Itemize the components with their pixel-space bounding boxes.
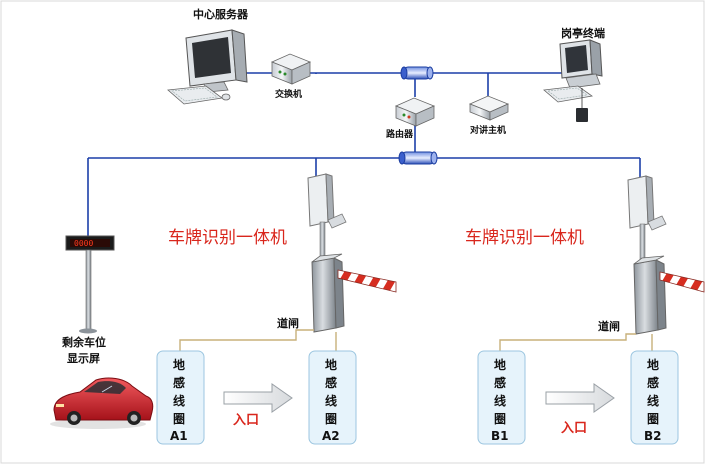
loop-b1-c5: B1 <box>491 429 509 443</box>
entry-right-label: 入口 <box>561 421 587 436</box>
arrow-right-icon <box>223 383 293 413</box>
loop-a2-c1: 地 <box>325 357 337 372</box>
loop-a1-c3: 线 <box>173 393 185 408</box>
network-connector-top <box>400 66 434 80</box>
loop-b1-c4: 圈 <box>494 411 506 426</box>
router-label: 路由器 <box>386 128 414 140</box>
switch-icon <box>270 53 312 85</box>
loop-b2-c2: 感 <box>647 375 659 390</box>
switch-label: 交换机 <box>275 88 302 100</box>
arrow-right-icon-2 <box>545 383 615 413</box>
loop-a2-c2: 感 <box>325 375 337 390</box>
loop-b2: 地 感 线 圈 B2 <box>630 350 679 445</box>
network-connector-bottom <box>398 151 438 165</box>
entry-left-label: 入口 <box>233 413 259 428</box>
loop-a1-c2: 感 <box>173 375 185 390</box>
lpr-right-title: 车牌识别一体机 <box>465 228 584 248</box>
server-label: 中心服务器 <box>193 7 249 21</box>
barrier-gate-left-icon <box>311 253 397 333</box>
loop-b2-c5: B2 <box>644 429 662 443</box>
led-display-icon <box>65 235 115 334</box>
booth-label: 岗亭终端 <box>561 26 605 40</box>
central-server-icon <box>167 29 248 105</box>
loop-a1-c5: A1 <box>170 429 188 443</box>
loop-a2: 地 感 线 圈 A2 <box>308 350 357 445</box>
loop-wiring <box>179 329 653 352</box>
loop-b2-c4: 圈 <box>647 411 659 426</box>
loop-a2-c3: 线 <box>325 393 337 408</box>
router-icon <box>394 97 436 127</box>
loop-a2-c4: 圈 <box>325 411 337 426</box>
loop-a2-c5: A2 <box>322 429 340 443</box>
intercom-label: 对讲主机 <box>470 124 506 136</box>
loop-b1-c2: 感 <box>494 375 506 390</box>
loop-b1-c1: 地 <box>494 357 506 372</box>
gate-left-label: 道闸 <box>277 316 299 330</box>
lpr-left-title: 车牌识别一体机 <box>168 228 287 248</box>
lpr-camera-right-icon <box>627 175 667 265</box>
display-label-line1: 剩余车位 <box>62 335 106 349</box>
display-label-line2: 显示屏 <box>67 352 100 365</box>
loop-b1-c3: 线 <box>494 393 506 408</box>
lpr-camera-left-icon <box>307 173 347 263</box>
loop-b2-c1: 地 <box>647 357 659 372</box>
red-car-icon <box>50 377 154 429</box>
loop-a1-c1: 地 <box>173 357 185 372</box>
loop-a1-c4: 圈 <box>173 411 185 426</box>
booth-terminal-icon <box>543 39 603 122</box>
barrier-gate-right-icon <box>633 255 705 335</box>
loop-b2-c3: 线 <box>647 393 659 408</box>
loop-b1: 地 感 线 圈 B1 <box>477 350 526 445</box>
intercom-host-icon <box>468 95 510 121</box>
gate-right-label: 道闸 <box>598 319 620 333</box>
loop-a1: 地 感 线 圈 A1 <box>156 350 205 445</box>
led-counter: 0000 <box>74 239 93 248</box>
